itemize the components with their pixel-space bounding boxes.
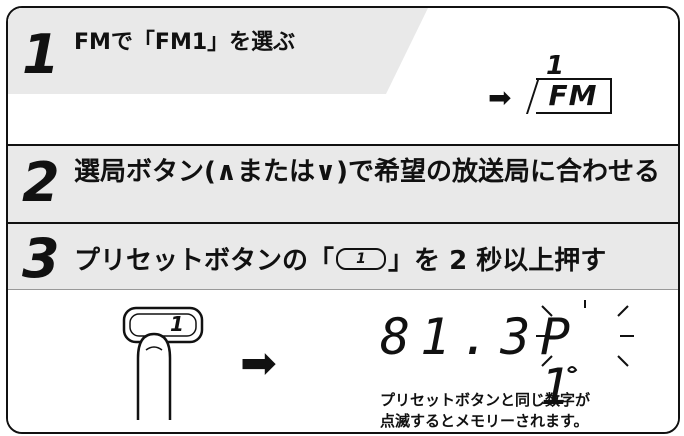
note-line-2: 点滅するとメモリーされます。 [380, 412, 589, 430]
step-3-title: プリセットボタンの「1」を 2 秒以上押す [74, 240, 606, 277]
step-3-number: 3 [22, 227, 60, 290]
step-2: 2 選局ボタン(∧または∨)で希望の放送局に合わせる [8, 146, 678, 224]
step-3-header: 3 プリセットボタンの「1」を 2 秒以上押す [8, 224, 678, 290]
frequency-readout: 81.3 [380, 308, 541, 366]
step-1-border [8, 8, 678, 146]
step-1-title: FMで「FM1」を選ぶ [74, 30, 296, 55]
arrow-right-icon: ➡ [240, 338, 277, 389]
step-3-illustration: 1 ➡ 81.3 P 1 プリセットボタンと同じ数字が [8, 290, 678, 432]
step-3-title-suffix: 」を 2 秒以上押す [388, 246, 607, 276]
fm-indicator-label: FM [536, 78, 612, 114]
preset-button-number: 1 [170, 312, 184, 336]
arrow-right-icon: ➡ [488, 81, 512, 114]
step-1-number: 1 [22, 23, 60, 86]
step-3-title-prefix: プリセットボタンの「 [74, 246, 335, 276]
step-2-title: 選局ボタン(∧または∨)で希望の放送局に合わせる [74, 157, 660, 187]
step-1: 1 FMで「FM1」を選ぶ ➡ 1 FM [8, 8, 678, 146]
note-text: プリセットボタンと同じ数字が 点滅するとメモリーされます。 [380, 390, 590, 432]
fm-indicator-number: 1 [546, 51, 565, 81]
step-1-header [8, 8, 428, 94]
note-line-1: プリセットボタンと同じ数字が [380, 391, 591, 409]
preset-1-button-icon: 1 [336, 247, 387, 270]
blink-rays-icon [536, 300, 634, 373]
instruction-panel: 1 FMで「FM1」を選ぶ ➡ 1 FM 2 選局ボタン(∧または∨)で希望の放… [6, 6, 680, 434]
finger-pressing-button-icon [122, 306, 204, 420]
step-2-number: 2 [22, 151, 60, 214]
step-3: 3 プリセットボタンの「1」を 2 秒以上押す 1 ➡ 81.3 P 1 [8, 224, 678, 432]
